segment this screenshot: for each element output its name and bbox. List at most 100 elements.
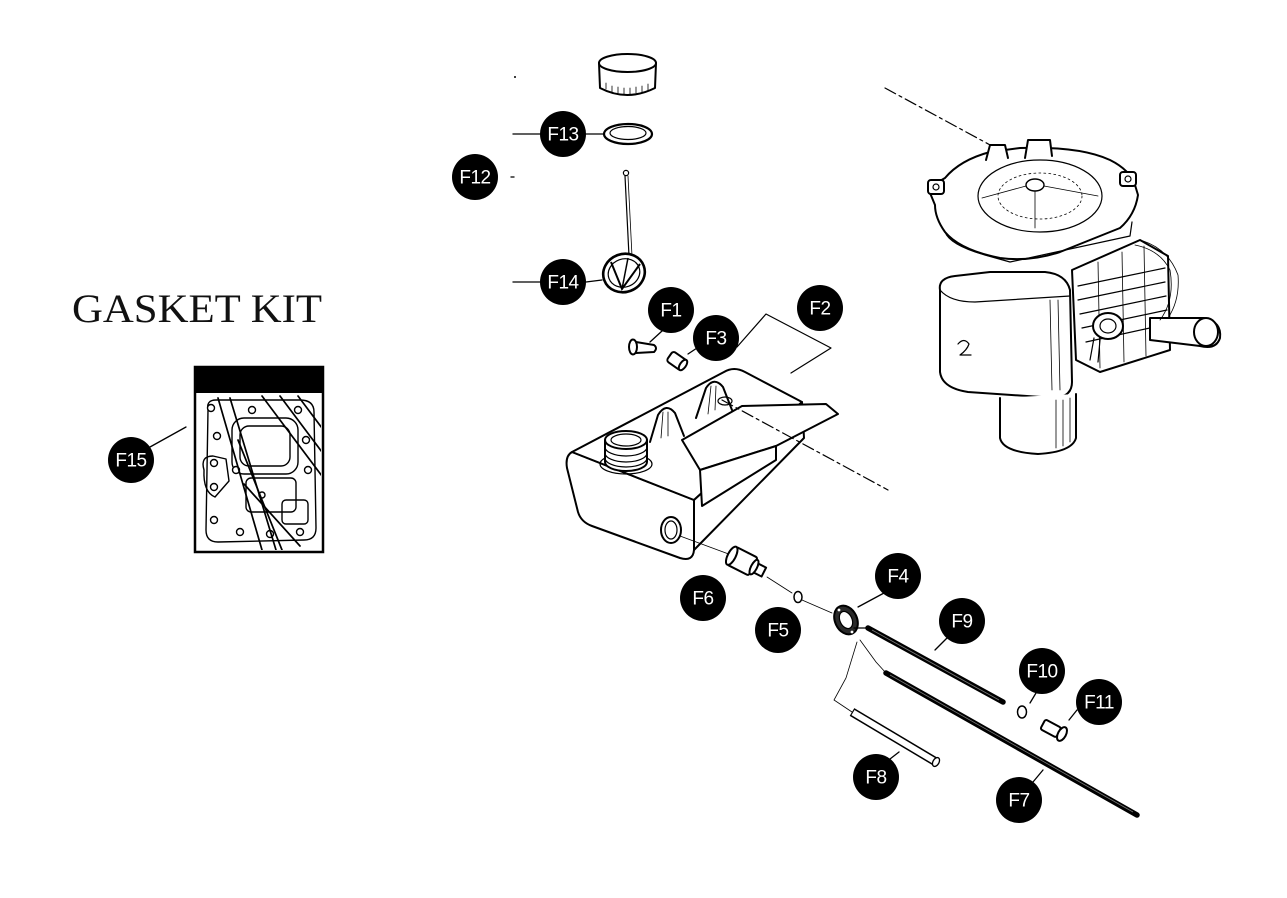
callout-badge <box>1019 648 1065 694</box>
leader-f3 <box>687 347 698 355</box>
leader-f4 <box>857 592 885 608</box>
callout-badge <box>755 607 801 653</box>
callout-badge <box>797 285 843 331</box>
callout-badge <box>875 553 921 599</box>
callout-f10: F10 <box>1019 648 1065 694</box>
cylinder-fins <box>1071 239 1171 373</box>
callout-f15: F15 <box>108 437 154 483</box>
crankcase-gasket <box>205 399 317 543</box>
callout-f8: F8 <box>853 754 899 800</box>
mounting-screw <box>628 338 657 356</box>
callout-label: F2 <box>809 299 830 320</box>
leader-f15 <box>149 426 187 448</box>
callout-badge <box>540 259 586 305</box>
leader-f10 <box>1029 692 1037 704</box>
callout-label: F7 <box>1008 791 1029 812</box>
engine-mount-centerline <box>884 87 993 147</box>
callout-label: F5 <box>767 621 788 642</box>
engine-assembly <box>927 139 1222 455</box>
gasket-kit-package <box>193 365 325 554</box>
flywheel-screen <box>977 159 1103 233</box>
callout-badge <box>853 754 899 800</box>
callout-f7: F7 <box>996 777 1042 823</box>
leader-f14 <box>585 279 603 283</box>
package-hatching <box>217 395 321 550</box>
callout-badge <box>680 575 726 621</box>
tank-mounting-centerline <box>721 399 889 491</box>
callout-f4: F4 <box>875 553 921 599</box>
callout-label: F10 <box>1026 662 1057 683</box>
muffler-tube <box>1149 317 1222 348</box>
callout-badge <box>108 437 154 483</box>
assembly-line <box>679 535 735 557</box>
callout-badge <box>540 111 586 157</box>
fuel-cap <box>598 53 657 96</box>
pto-housing <box>999 393 1077 455</box>
callout-f12: F12 <box>452 154 498 200</box>
callout-f5: F5 <box>755 607 801 653</box>
assembly-line <box>833 641 858 713</box>
ignition-wires <box>1134 239 1179 321</box>
callout-f9: F9 <box>939 598 985 644</box>
tank-fitting <box>724 545 768 578</box>
assembly-line <box>766 576 793 594</box>
callout-f13: F13 <box>540 111 586 157</box>
bolt-holes <box>206 403 313 539</box>
fuel-shutoff-valve <box>833 604 869 636</box>
callout-badge <box>1076 679 1122 725</box>
callout-f14: F14 <box>540 259 586 305</box>
leader-mark <box>514 76 516 78</box>
callout-label: F11 <box>1084 693 1114 714</box>
assembly-line <box>801 599 833 614</box>
fuel-strainer <box>601 169 647 294</box>
gasket-kit-title: GASKET KIT <box>72 286 322 331</box>
callout-f3: F3 <box>693 315 739 361</box>
callout-label: F3 <box>705 329 726 350</box>
fitting-o-ring <box>793 590 803 604</box>
tank-outlet-hole <box>660 516 682 544</box>
bleed-screw <box>1039 719 1068 742</box>
leader-f8 <box>889 751 900 760</box>
leader-f9 <box>934 637 948 651</box>
tank-ribs <box>649 380 733 443</box>
spacer-bushing <box>666 351 689 372</box>
callout-badge <box>648 287 694 333</box>
gasket-set-illustration <box>202 395 321 550</box>
fuel-tube <box>849 708 941 768</box>
callout-f2: F2 <box>797 285 843 331</box>
callout-label: F14 <box>547 273 579 294</box>
callout-label: F4 <box>887 567 909 588</box>
callout-label: F1 <box>660 301 681 322</box>
crankcase-block <box>938 271 1073 399</box>
assembly-line <box>859 639 887 674</box>
callout-badge <box>996 777 1042 823</box>
carburetor <box>1089 312 1124 363</box>
cap-gasket-o-ring <box>602 122 654 146</box>
blower-housing <box>927 139 1139 261</box>
callout-f11: F11 <box>1076 679 1122 725</box>
tank-mounting-bracket <box>681 396 839 507</box>
engine-shroud-band <box>944 221 1133 263</box>
callout-f6: F6 <box>680 575 726 621</box>
tank-pad-outline <box>736 313 832 374</box>
line-clamp-ring <box>1016 705 1028 719</box>
fuel-line-short <box>865 625 1006 705</box>
callout-badge <box>452 154 498 200</box>
callout-label: F8 <box>865 768 886 789</box>
callout-f1: F1 <box>648 287 694 333</box>
fuel-line-long <box>883 670 1140 818</box>
package-header-band <box>195 367 323 393</box>
callout-label: F15 <box>115 451 146 472</box>
leader-f7 <box>1032 769 1044 783</box>
callout-label: F9 <box>951 612 972 633</box>
callout-label: F13 <box>547 125 578 146</box>
fuel-tank <box>565 368 839 560</box>
leader-f1 <box>649 330 663 343</box>
filler-neck <box>599 430 653 475</box>
callout-badge <box>693 315 739 361</box>
callout-label: F12 <box>459 168 490 189</box>
cap-knurling <box>605 82 649 95</box>
muffler-gasket <box>281 499 309 525</box>
leader-f11 <box>1068 709 1078 721</box>
